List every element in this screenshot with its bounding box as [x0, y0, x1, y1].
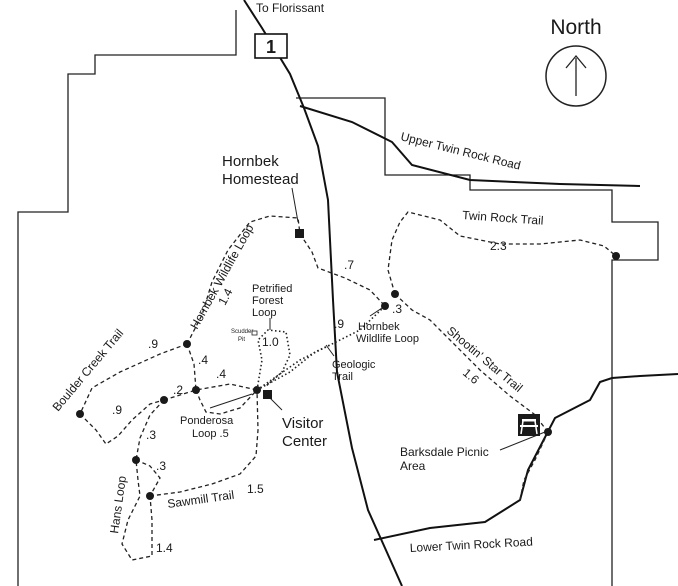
- ponderosa-line2: Loop .5: [192, 428, 229, 440]
- building-square-icon: [263, 390, 272, 399]
- trail-segment-hans-3: [135, 459, 161, 497]
- segment-distance: .7: [344, 258, 354, 272]
- building-square-icon: [295, 229, 304, 238]
- twin-rock-trail: [387, 211, 617, 295]
- geologic-line2: Trail: [332, 371, 353, 383]
- segment-distance: .3: [146, 428, 156, 442]
- trail-barksdale-south: [519, 431, 549, 501]
- segment-distance: .9: [334, 317, 344, 331]
- twin-rock-trail-distance: 2.3: [490, 239, 507, 253]
- ponderosa-line1: Ponderosa: [180, 415, 234, 427]
- junction-node: [612, 252, 620, 260]
- hornbek-homestead-line1: Hornbek: [222, 153, 279, 170]
- lower-twin-rock-road-label: Lower Twin Rock Road: [409, 535, 533, 555]
- leader-visitor-center: [269, 397, 283, 411]
- scudder-pit-label: Scudder Pit: [231, 329, 255, 343]
- upper-twin-rock-road: [299, 105, 641, 187]
- scudder-line2: Pit: [238, 337, 245, 343]
- trail-west-loop: [79, 399, 165, 445]
- trail-homestead-east: [299, 233, 386, 307]
- boulder-creek-trail-label: Boulder Creek Trail: [50, 326, 127, 414]
- hornbek-wildlife-loop-west: [186, 215, 301, 345]
- ponderosa-loop: [186, 343, 258, 391]
- geologic-trail-label: Geologic Trail: [332, 359, 378, 383]
- sawmill-trail-label: Sawmill Trail: [166, 488, 235, 511]
- north-arrow-icon: [545, 45, 607, 107]
- highway-1: [243, 0, 403, 586]
- shootin-star-trail-label: Shootin' Star Trail: [444, 324, 525, 395]
- boulder-creek-trail-distance: .9: [148, 337, 158, 351]
- hans-loop-distance: 1.4: [156, 541, 173, 555]
- sawmill-trail: [149, 389, 259, 497]
- geologic-line1: Geologic: [332, 359, 376, 371]
- petrified-line1: Petrified: [252, 283, 292, 295]
- junction-node: [192, 386, 200, 394]
- leader-ponderosa: [209, 393, 253, 409]
- segment-distance: .4: [216, 367, 226, 381]
- visitor-center-line2: Center: [282, 433, 327, 450]
- petrified-forest-loop-label: Petrified Forest Loop: [252, 283, 295, 319]
- scudder-line1: Scudder: [231, 329, 253, 335]
- to-florissant-label: To Florissant: [256, 1, 325, 15]
- segment-distance: .4: [198, 353, 208, 367]
- segment-distance: .2: [173, 383, 183, 397]
- hornbek-homestead-label: Hornbek Homestead: [222, 153, 299, 188]
- segment-distance: .3: [392, 302, 402, 316]
- park-boundary: [17, 10, 659, 586]
- junction-node: [183, 340, 191, 348]
- ponderosa-loop-label: Ponderosa Loop .5: [180, 415, 236, 440]
- hornbek-wildlife-loop-east-label: Hornbek Wildlife Loop: [356, 321, 419, 345]
- segment-distance: .9: [112, 403, 122, 417]
- hornbek-homestead-line2: Homestead: [222, 171, 299, 188]
- leader-homestead: [291, 187, 299, 223]
- visitor-center-label: Visitor Center: [282, 415, 328, 450]
- hornbek-east-line1: Hornbek: [358, 321, 400, 333]
- picnic-table-icon: [518, 414, 540, 436]
- petrified-line3: Loop: [252, 307, 276, 319]
- junction-node: [391, 290, 399, 298]
- highway-number: 1: [266, 37, 276, 57]
- hans-loop-label: Hans Loop: [107, 475, 129, 535]
- junction-node: [544, 428, 552, 436]
- shootin-star-trail: [394, 293, 549, 433]
- barksdale-line1: Barksdale Picnic: [400, 445, 489, 459]
- trail-segment-2: [163, 389, 197, 401]
- twin-rock-trail-label: Twin Rock Trail: [462, 208, 544, 228]
- highway-shield-icon: [254, 33, 288, 59]
- junction-node: [253, 386, 261, 394]
- hornbek-east-line2: Wildlife Loop: [356, 333, 419, 345]
- leader-geologic: [325, 344, 335, 357]
- junction-node: [132, 456, 140, 464]
- geologic-trail: [256, 344, 331, 391]
- north-label: North: [550, 16, 601, 39]
- petrified-line2: Forest: [252, 295, 283, 307]
- barksdale-line2: Area: [400, 459, 426, 473]
- boulder-creek-trail: [79, 343, 188, 415]
- junction-node: [146, 492, 154, 500]
- scudder-pit-marker: [251, 330, 258, 336]
- leader-east-loop: [369, 307, 383, 317]
- hornbek-wildlife-loop-west-label: Hornbek Wildlife Loop: [187, 222, 256, 332]
- junction-node: [160, 396, 168, 404]
- junction-node: [381, 302, 389, 310]
- sawmill-trail-distance: 1.5: [247, 482, 264, 496]
- visitor-center-line1: Visitor: [282, 415, 323, 432]
- barksdale-picnic-area-label: Barksdale Picnic Area: [400, 445, 492, 473]
- junction-node: [76, 410, 84, 418]
- trail-ponderosa-south: [195, 389, 258, 415]
- lower-twin-rock-road: [373, 373, 678, 541]
- segment-distance: .3: [156, 459, 166, 473]
- petrified-forest-loop-distance: 1.0: [262, 335, 279, 349]
